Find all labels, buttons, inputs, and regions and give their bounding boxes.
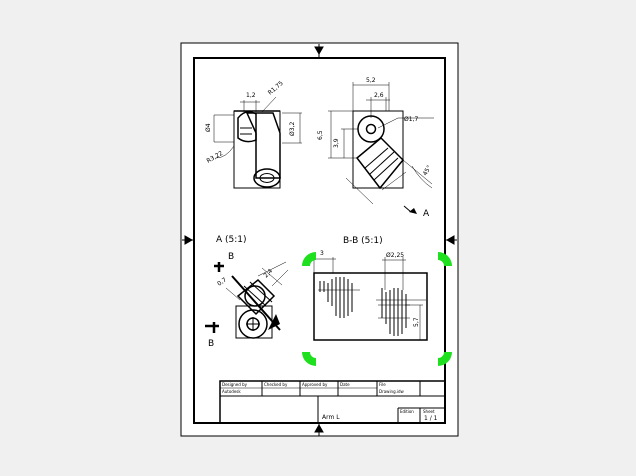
approved-label: Approved by bbox=[302, 382, 328, 387]
dim-text: 6,5 bbox=[317, 130, 324, 140]
section-arrow-a: A bbox=[403, 205, 430, 219]
section-label-b-bottom: B bbox=[208, 339, 214, 349]
dim-text: 3 bbox=[320, 250, 324, 257]
top-view bbox=[213, 96, 302, 189]
date-label: Date bbox=[340, 382, 350, 387]
detail-view-a: A (5:1) B B 2,4 0,7 bbox=[205, 235, 289, 349]
dim-text: 45° bbox=[422, 164, 433, 177]
dim-text: Ø2,25 bbox=[386, 252, 404, 259]
front-view-dimensions: 5,2 2,6 Ø1,7 6,5 3,9 45° bbox=[317, 77, 433, 177]
detail-a-title: A (5:1) bbox=[216, 235, 247, 245]
centering-marks bbox=[182, 44, 457, 436]
selection-handles[interactable] bbox=[302, 252, 452, 366]
dim-text: 0,7 bbox=[216, 276, 228, 287]
dim-text: 5,2 bbox=[366, 77, 376, 84]
dim-text: 1,2 bbox=[246, 92, 256, 99]
dim-text: Ø4 bbox=[205, 123, 212, 132]
dim-text: 2,6 bbox=[374, 92, 384, 99]
dim-text: Ø3,2 bbox=[289, 122, 296, 136]
sheet-label: Sheet bbox=[423, 409, 435, 414]
designer-label: Designed by bbox=[222, 382, 248, 387]
file-value: Drawing.idw bbox=[379, 389, 405, 394]
dim-text: 5,7 bbox=[413, 317, 420, 327]
checked-label: Checked by bbox=[264, 382, 288, 387]
dim-text: Ø1,7 bbox=[404, 116, 418, 123]
edition-label: Edition bbox=[400, 409, 414, 414]
section-label-b-top: B bbox=[228, 252, 234, 262]
section-label-a: A bbox=[423, 209, 430, 219]
section-view-bb: B-B (5:1) bbox=[311, 236, 428, 341]
front-view bbox=[328, 82, 434, 205]
title-block bbox=[219, 380, 446, 424]
section-bb-title: B-B (5:1) bbox=[343, 236, 383, 246]
title-block-text: Designed by Autodesk Checked by Approved… bbox=[222, 382, 438, 422]
sheet-value: 1 / 1 bbox=[424, 415, 438, 422]
drawing-sheet bbox=[180, 42, 459, 437]
drawing-title: Arm L bbox=[322, 414, 340, 421]
dim-text: 3,9 bbox=[333, 138, 340, 148]
file-label: File bbox=[379, 382, 386, 387]
dim-text: 2,4 bbox=[262, 268, 274, 280]
designer-value: Autodesk bbox=[222, 389, 241, 394]
watermark-text: YYDWWW.3D2WWW.COM bbox=[205, 231, 427, 250]
selection-corner-handle[interactable] bbox=[438, 352, 452, 366]
selection-corner-handle[interactable] bbox=[438, 252, 452, 266]
selection-corner-handle[interactable] bbox=[302, 352, 316, 366]
selection-corner-handle[interactable] bbox=[302, 252, 316, 266]
arrow-head bbox=[268, 314, 280, 330]
